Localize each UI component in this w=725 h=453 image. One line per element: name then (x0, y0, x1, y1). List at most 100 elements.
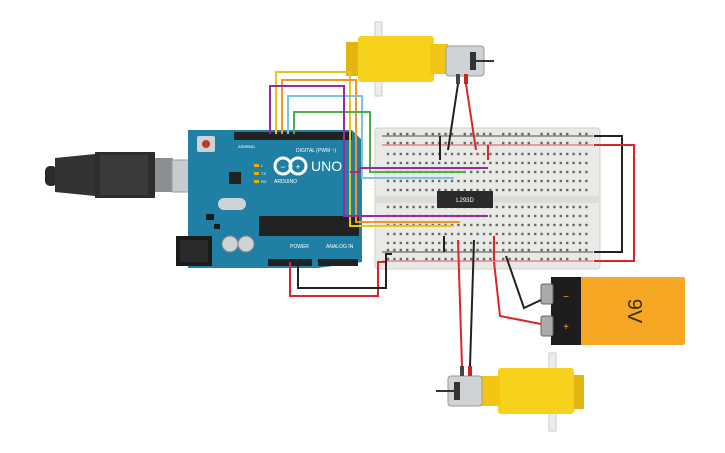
breadboard-hole (412, 232, 415, 236)
breadboard-hole (572, 223, 575, 227)
breadboard-hole (386, 241, 390, 245)
breadboard-hole (502, 188, 505, 192)
analog-header (318, 259, 358, 266)
breadboard-hole (489, 232, 492, 236)
breadboard-hole (553, 132, 556, 136)
breadboard-hole (470, 152, 473, 156)
breadboard-hole (406, 152, 409, 156)
breadboard-hole (553, 179, 556, 183)
breadboard-hole (425, 132, 428, 136)
breadboard-hole (386, 188, 390, 192)
breadboard-hole (527, 248, 530, 252)
breadboard-hole (578, 223, 582, 227)
breadboard-hole (489, 170, 492, 174)
breadboard-hole (476, 248, 479, 252)
breadboard-hole (482, 132, 486, 136)
breadboard-hole (463, 223, 466, 227)
breadboard-hole (444, 257, 447, 261)
breadboard-hole (585, 223, 588, 227)
breadboard-hole (508, 241, 511, 245)
breadboard-hole (508, 257, 511, 261)
breadboard-hole (406, 248, 409, 252)
breadboard-hole (438, 188, 441, 192)
power-label: POWER (290, 244, 309, 250)
breadboard-hole (489, 152, 492, 156)
breadboard-hole (495, 170, 498, 174)
breadboard-hole (393, 179, 396, 183)
breadboard-hole (450, 257, 454, 261)
breadboard-hole (482, 232, 486, 236)
breadboard-hole (553, 141, 556, 145)
breadboard-hole (438, 257, 441, 261)
breadboard-hole (585, 161, 588, 165)
breadboard-hole (418, 161, 422, 165)
breadboard-hole (463, 152, 466, 156)
breadboard-hole (431, 161, 434, 165)
breadboard-hole (482, 170, 486, 174)
breadboard-hole (399, 241, 402, 245)
breadboard-hole (502, 232, 505, 236)
breadboard-hole (393, 132, 396, 136)
breadboard-hole (418, 179, 422, 183)
breadboard-hole (476, 241, 479, 245)
breadboard-hole (406, 132, 409, 136)
breadboard-hole (566, 179, 569, 183)
breadboard-hole (489, 248, 492, 252)
breadboard-hole (540, 205, 543, 209)
breadboard-hole (444, 188, 447, 192)
breadboard-hole (470, 161, 473, 165)
breadboard-hole (572, 188, 575, 192)
breadboard-hole (521, 132, 524, 136)
breadboard-hole (559, 170, 562, 174)
breadboard-hole (463, 141, 466, 145)
breadboard-hole (489, 161, 492, 165)
breadboard-hole (463, 248, 466, 252)
breadboard-hole (425, 257, 428, 261)
breadboard-hole (502, 257, 505, 261)
breadboard-hole (399, 232, 402, 236)
breadboard-hole (399, 152, 402, 156)
breadboard-hole (521, 257, 524, 261)
usb-cable (45, 152, 203, 198)
breadboard-hole (559, 161, 562, 165)
breadboard-hole (534, 188, 537, 192)
breadboard-hole (566, 188, 569, 192)
breadboard-hole (578, 161, 582, 165)
breadboard-hole (508, 214, 511, 218)
breadboard-hole (585, 188, 588, 192)
board-model: UNO (311, 158, 342, 174)
breadboard-hole (418, 152, 422, 156)
breadboard-hole (450, 179, 454, 183)
breadboard-hole (585, 152, 588, 156)
breadboard-hole (578, 152, 582, 156)
breadboard-hole (406, 205, 409, 209)
breadboard-hole (540, 257, 543, 261)
svg-text:−: − (280, 162, 285, 172)
breadboard-hole (444, 179, 447, 183)
breadboard-hole (495, 223, 498, 227)
breadboard-hole (566, 241, 569, 245)
breadboard-hole (553, 257, 556, 261)
breadboard-hole (540, 241, 543, 245)
breadboard-hole (457, 161, 460, 165)
breadboard-hole (406, 161, 409, 165)
breadboard-hole (406, 257, 409, 261)
breadboard-hole (578, 241, 582, 245)
breadboard-hole (450, 132, 454, 136)
breadboard-hole (450, 241, 454, 245)
atmega-chip (259, 216, 359, 236)
breadboard-hole (438, 241, 441, 245)
breadboard-hole (540, 161, 543, 165)
breadboard-hole (534, 205, 537, 209)
breadboard-hole (546, 141, 550, 145)
breadboard-hole (470, 232, 473, 236)
breadboard-hole (546, 179, 550, 183)
breadboard-hole (450, 232, 454, 236)
breadboard-hole (546, 241, 550, 245)
breadboard-hole (482, 241, 486, 245)
breadboard-hole (489, 257, 492, 261)
breadboard-hole (393, 188, 396, 192)
breadboard-hole (540, 141, 543, 145)
led-label-l: L (261, 163, 264, 168)
breadboard-hole (412, 161, 415, 165)
